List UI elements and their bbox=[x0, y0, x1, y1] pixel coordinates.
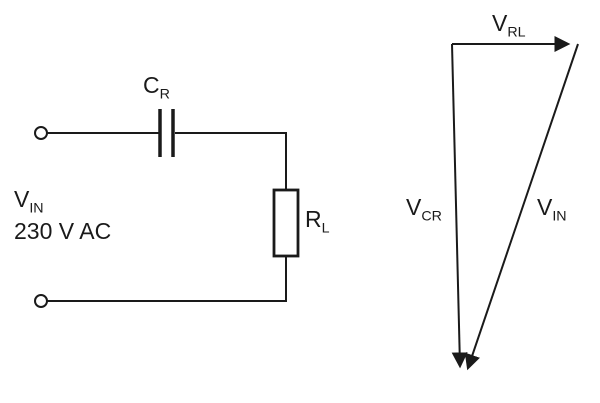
capacitor-label: CR bbox=[143, 72, 170, 102]
vcr-arrow bbox=[451, 43, 468, 369]
vrl-label-sub: RL bbox=[507, 24, 526, 41]
phasor-diagram bbox=[451, 36, 579, 371]
source-label: VIN bbox=[14, 186, 44, 216]
vin-phasor-label-sub: IN bbox=[552, 208, 567, 225]
vin-phasor-label-main: V bbox=[537, 194, 553, 220]
bottom-terminal-icon bbox=[34, 294, 48, 308]
top-terminal-icon bbox=[34, 126, 48, 140]
capacitor-label-main: C bbox=[143, 72, 160, 98]
source-label-sub: IN bbox=[29, 200, 44, 217]
source-label-main: V bbox=[14, 186, 30, 212]
source-value: 230 V AC bbox=[14, 218, 112, 244]
resistor-label-main: R bbox=[305, 206, 322, 232]
capacitor-symbol bbox=[158, 109, 175, 157]
vrl-label: VRL bbox=[492, 10, 526, 40]
vcr-label-main: V bbox=[406, 194, 422, 220]
vin-phasor-label: VIN bbox=[537, 194, 567, 224]
capacitor-label-sub: R bbox=[159, 86, 170, 103]
resistor-label-sub: L bbox=[321, 220, 330, 237]
circuit-schematic bbox=[34, 109, 300, 308]
vcr-label: VCR bbox=[406, 194, 442, 224]
vcr-label-sub: CR bbox=[421, 208, 442, 225]
vin-arrow bbox=[464, 43, 579, 371]
resistor-symbol bbox=[272, 188, 300, 258]
resistor-label: RL bbox=[305, 206, 330, 236]
wire-top-right bbox=[175, 132, 287, 190]
wire-bottom bbox=[47, 256, 287, 302]
vrl-label-main: V bbox=[492, 10, 508, 36]
